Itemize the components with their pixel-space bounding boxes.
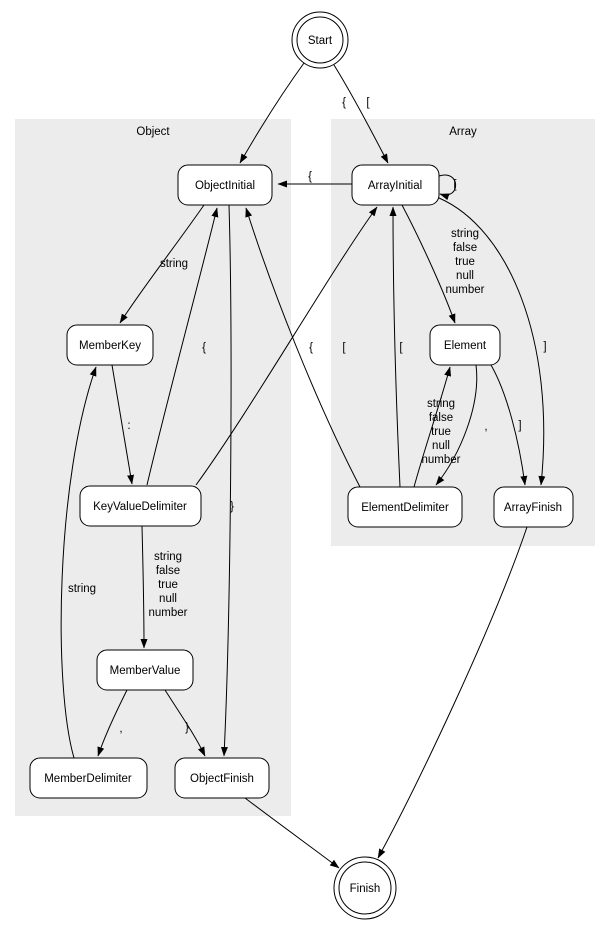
edge-label-line: number — [422, 454, 461, 466]
edge-label-line: true — [158, 579, 178, 591]
state-arrayfinish-label: ArrayFinish — [504, 502, 562, 514]
edge-label: { — [308, 171, 312, 183]
state-objectfinish: ObjectFinish — [174, 757, 270, 799]
state-elementdelimiter: ElementDelimiter — [347, 486, 463, 528]
edge-label: : — [127, 420, 130, 432]
edge-label: ] — [518, 420, 521, 432]
edge-membervalue-to-objectfinish: } — [164, 689, 206, 757]
edge-label-line: true — [431, 426, 451, 438]
edge-element-to-elementdelimiter: , — [435, 364, 488, 486]
state-start-inner-circle — [296, 16, 344, 64]
edge-label: string — [160, 258, 188, 270]
edge-label-line: null — [159, 593, 177, 605]
edge-label: ] — [543, 341, 546, 353]
edge-label: [ — [342, 342, 346, 354]
state-keyvaluedelimiter-box — [79, 485, 202, 527]
state-element: Element — [429, 324, 501, 366]
state-membervalue-box — [96, 649, 194, 691]
edge-keyvaluedelimiter-to-arrayinitial: [ — [195, 206, 378, 486]
state-arrayinitial-label: ArrayInitial — [368, 180, 422, 192]
state-finish-label: Finish — [350, 883, 381, 895]
state-memberkey: MemberKey — [66, 324, 154, 366]
edge-arrayinitial-to-arrayfinish: ] — [438, 197, 547, 486]
state-memberdelimiter-box — [29, 757, 148, 799]
edge-arrayinitial-to-objectinitial: { — [277, 171, 352, 188]
edge-arrayinitial-to-element: string false true null number — [401, 204, 485, 324]
edge-arrayinitial-self-loop: [ — [438, 174, 457, 201]
state-elementdelimiter-box — [347, 486, 463, 528]
edge-membervalue-to-memberdelimiter: , — [97, 689, 128, 757]
edge-arrayfinish-to-finish — [377, 526, 528, 859]
state-keyvaluedelimiter: KeyValueDelimiter — [79, 485, 202, 527]
cluster-object-background — [15, 119, 291, 816]
edge-elementdelimiter-to-element: string false true null number — [413, 366, 461, 488]
cluster-array-label: Array — [449, 126, 477, 138]
edge-objectfinish-to-finish — [244, 797, 340, 869]
edge-keyvaluedelimiter-to-objectinitial: { — [146, 207, 219, 486]
edge-keyvaluedelimiter-to-membervalue: string false true null number — [140, 525, 188, 649]
edge-label: string — [68, 583, 96, 595]
state-objectinitial-label: ObjectInitial — [195, 180, 255, 192]
edge-label: { — [202, 342, 206, 354]
edge-objectinitial-to-objectfinish: } — [220, 204, 234, 757]
state-objectfinish-label: ObjectFinish — [190, 773, 254, 785]
state-finish-inner-circle — [338, 861, 392, 915]
edge-label: } — [230, 501, 234, 513]
edge-elementdelimiter-to-objectinitial: { — [245, 207, 361, 488]
edge-label-line: string — [451, 228, 479, 240]
edge-label-line: true — [455, 256, 475, 268]
edge-start-to-arrayinitial: [ — [333, 64, 389, 164]
state-arrayfinish: ArrayFinish — [493, 486, 574, 528]
edge-label-line: false — [429, 412, 453, 424]
state-arrayinitial: ArrayInitial — [351, 164, 440, 206]
edge-label-line: string — [427, 398, 455, 410]
edge-label: , — [119, 723, 122, 735]
edge-element-to-arrayfinish: ] — [490, 364, 528, 486]
cluster-object-label: Object — [136, 126, 170, 138]
edge-label: { — [309, 342, 313, 354]
state-memberkey-label: MemberKey — [79, 340, 141, 352]
state-memberkey-box — [66, 324, 154, 366]
edge-elementdelimiter-to-arrayinitial: [ — [389, 206, 403, 488]
state-objectinitial-box — [177, 164, 273, 206]
edge-label-line: null — [456, 270, 474, 282]
edge-memberdelimiter-to-memberkey: string — [60, 366, 97, 759]
edge-label: [ — [453, 179, 457, 191]
edge-start-to-objectinitial: { — [239, 62, 346, 164]
edge-label: [ — [366, 97, 370, 109]
state-membervalue: MemberValue — [96, 649, 194, 691]
edge-label-line: null — [432, 440, 450, 452]
state-memberdelimiter: MemberDelimiter — [29, 757, 148, 799]
state-start: Start — [291, 11, 349, 69]
state-keyvaluedelimiter-label: KeyValueDelimiter — [93, 501, 187, 513]
edge-label: { — [342, 97, 346, 109]
state-element-label: Element — [444, 340, 487, 352]
edge-objectinitial-to-memberkey: string — [119, 204, 205, 324]
edge-label-line: number — [446, 284, 485, 296]
edge-label: , — [484, 421, 487, 433]
cluster-object: Object — [15, 119, 291, 816]
edge-label-line: string — [154, 551, 182, 563]
edge-label-line: false — [156, 565, 180, 577]
state-membervalue-label: MemberValue — [110, 665, 181, 677]
state-arrayfinish-box — [493, 486, 574, 528]
state-arrayinitial-box — [351, 164, 440, 206]
state-start-label: Start — [308, 35, 333, 47]
edge-label-line: number — [149, 607, 188, 619]
state-finish: Finish — [333, 856, 397, 920]
state-element-box — [429, 324, 501, 366]
edge-label: } — [185, 722, 189, 734]
state-memberdelimiter-label: MemberDelimiter — [44, 773, 132, 785]
edge-label-line: false — [453, 242, 477, 254]
state-objectinitial: ObjectInitial — [177, 164, 273, 206]
edge-memberkey-to-keyvaluedelimiter: : — [111, 364, 135, 485]
state-elementdelimiter-label: ElementDelimiter — [361, 502, 449, 514]
state-objectfinish-box — [174, 757, 270, 799]
edge-label: [ — [399, 342, 403, 354]
